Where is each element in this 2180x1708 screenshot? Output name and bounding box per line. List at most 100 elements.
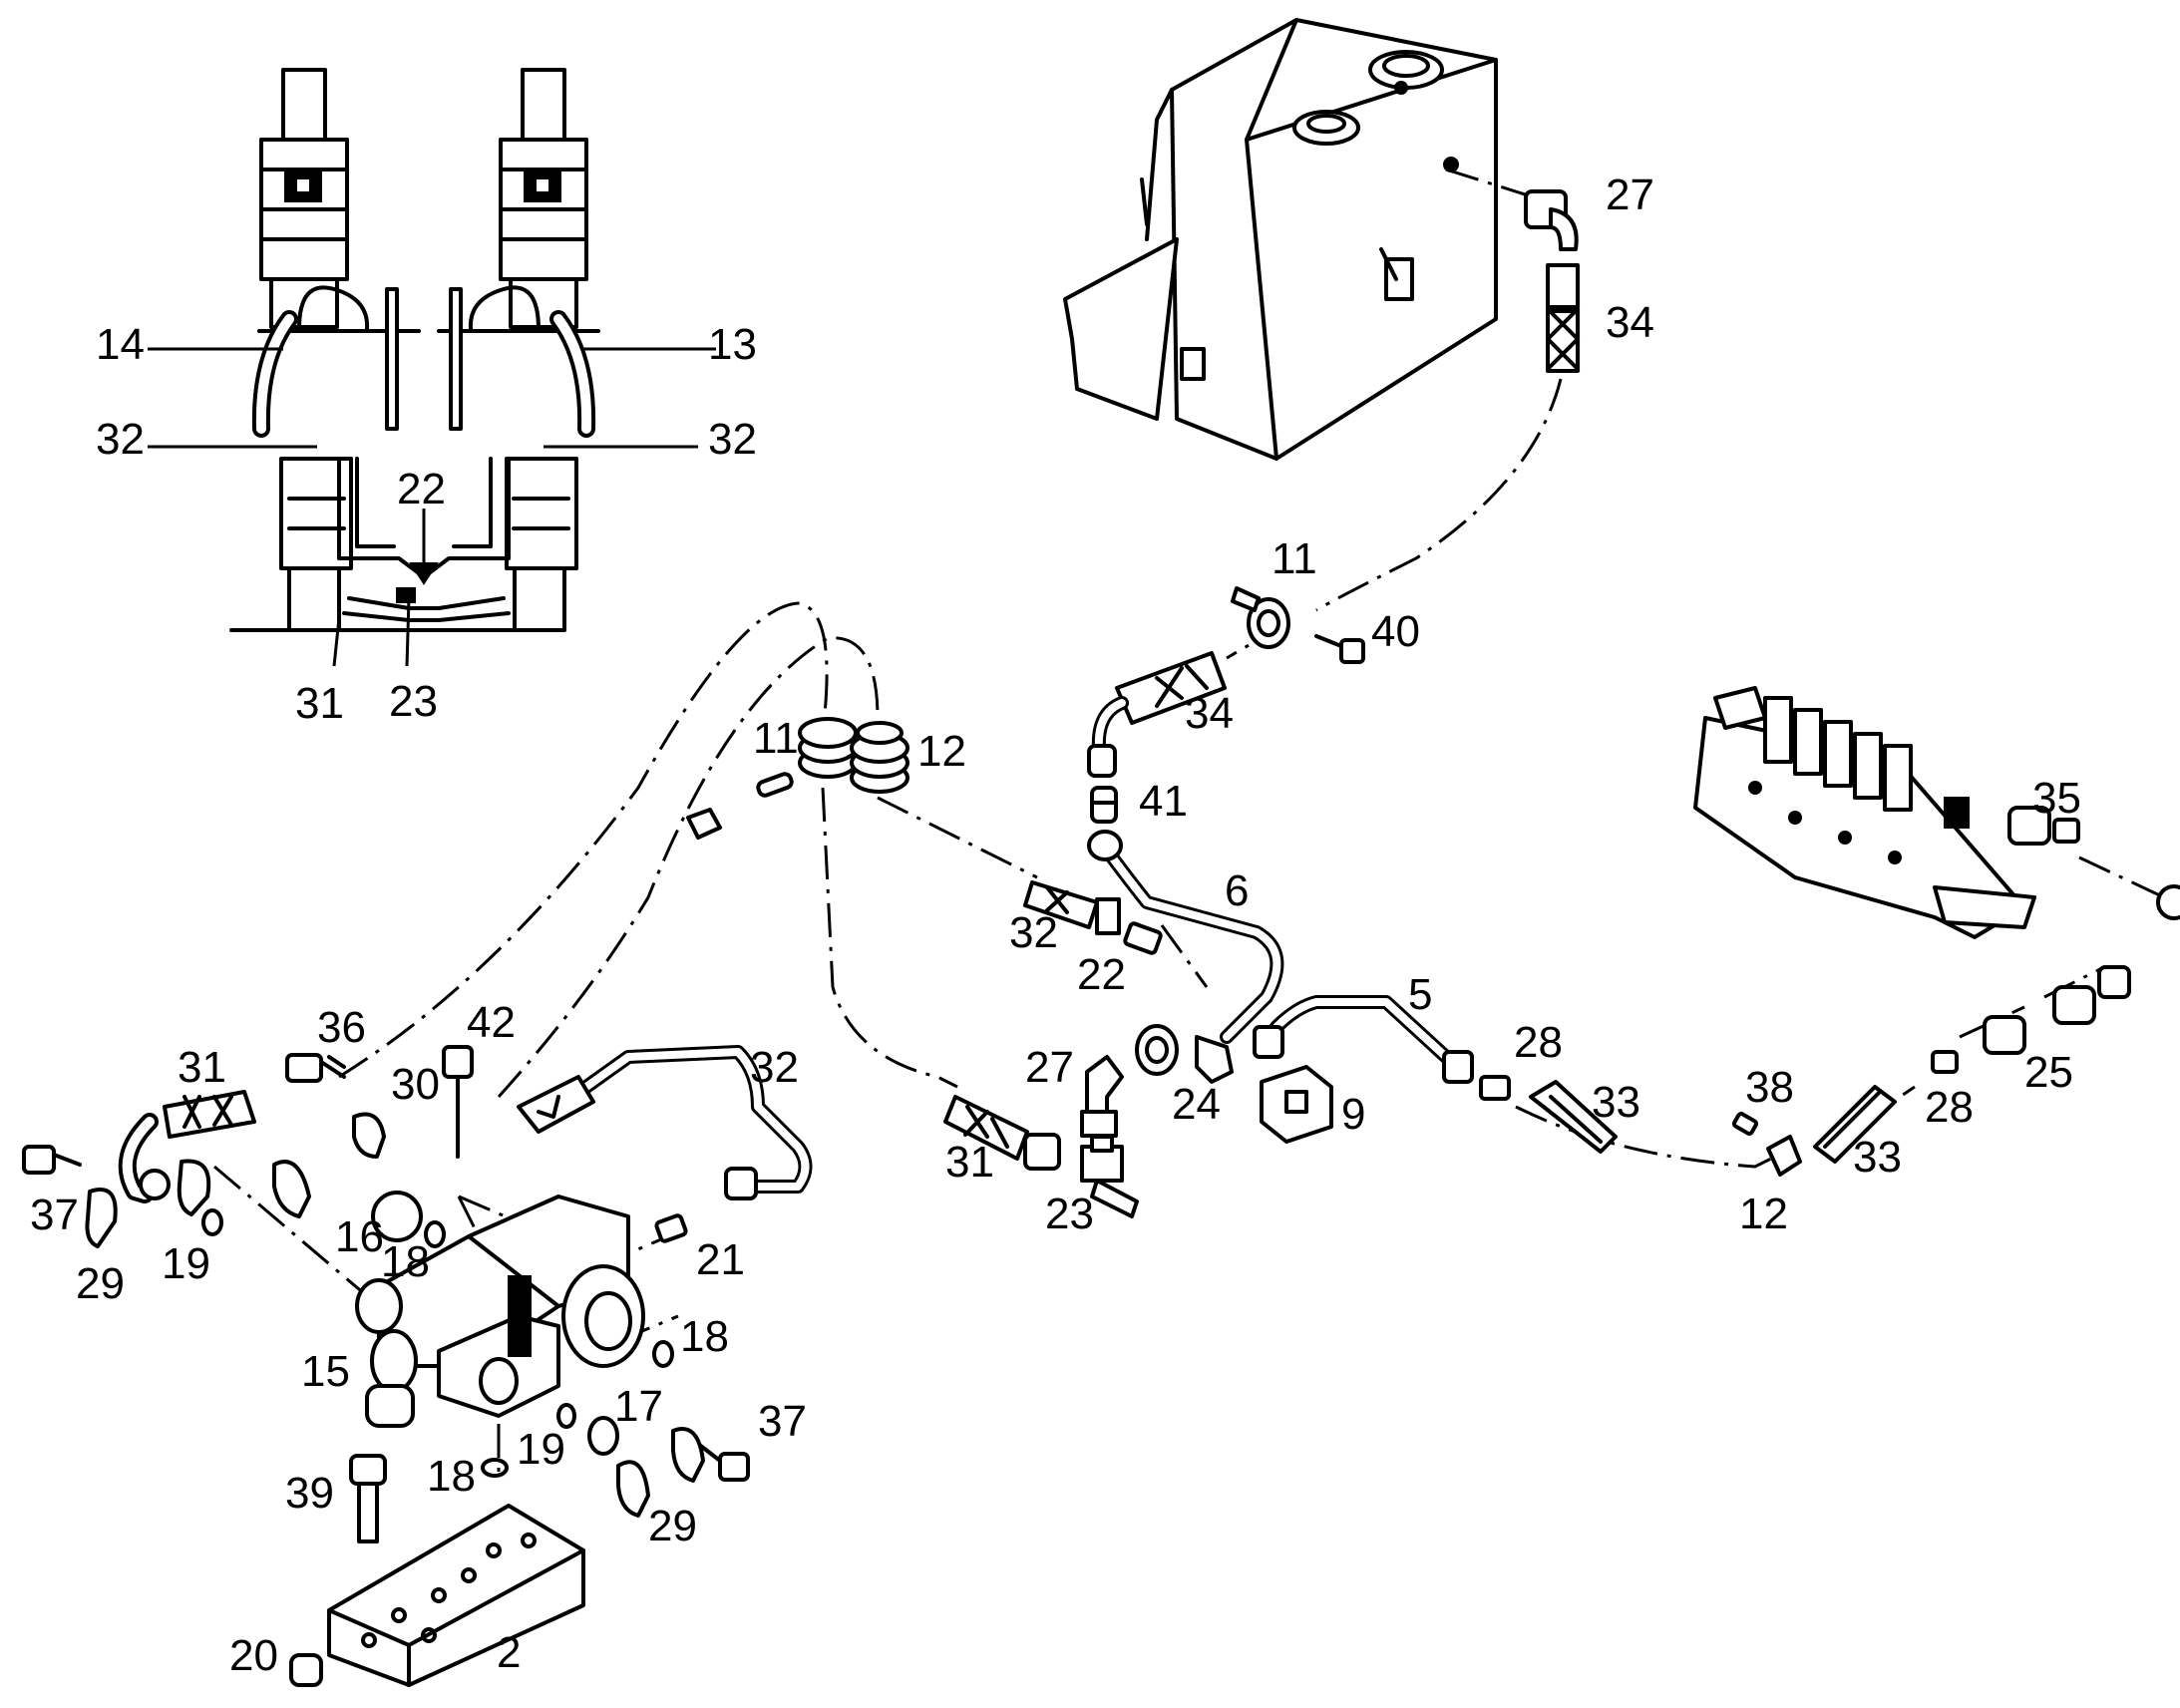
clamp-11-12-stacked [686,717,909,840]
label-13: 13 [708,320,757,369]
label-39: 39 [285,1469,334,1518]
fitting-21 [654,1213,688,1243]
label-14: 14 [96,320,145,369]
bracket-2 [327,1504,585,1687]
inset-steering-cylinders [148,68,716,667]
clamp-12-lower [1766,1135,1802,1177]
label-29-left: 29 [76,1259,125,1308]
label-18-upper: 18 [381,1237,430,1286]
bolt-36 [285,1053,346,1083]
label-22-mid: 22 [1077,950,1126,999]
tank-hose-34 [1546,263,1580,373]
label-27-tank: 27 [1606,171,1654,219]
callout-labels: 14 13 32 32 22 31 23 27 34 11 40 34 11 1… [30,171,2081,1680]
label-27-lower: 27 [1025,1043,1074,1092]
label-21: 21 [696,1235,745,1284]
screw-38 [1731,1112,1759,1136]
nipple-41 [1090,786,1118,824]
fitting-28a [1479,1075,1511,1101]
label-33-mid: 33 [1592,1078,1640,1127]
label-20: 20 [229,1631,278,1680]
hose-31-mid [943,1095,1061,1171]
flange-29-right [616,1427,705,1518]
hose-32-mid [1023,880,1121,935]
bolt-40 [1314,634,1365,664]
hose-33a [1529,1080,1618,1154]
fitting-28b [1931,1050,1959,1074]
label-40: 40 [1371,607,1420,656]
label-6: 6 [1225,866,1249,915]
label-37-right: 37 [758,1397,807,1446]
label-32-pump: 32 [750,1043,799,1092]
label-2: 2 [497,1628,521,1677]
label-31-mid: 31 [945,1138,994,1187]
label-5: 5 [1408,970,1432,1019]
flange-17 [587,1416,619,1456]
hose-34-lower [1087,651,1227,778]
label-32-left: 32 [96,415,145,464]
label-12-lower: 12 [1739,1190,1788,1238]
label-30: 30 [391,1060,440,1109]
elbow-27-lower [1080,1055,1124,1138]
clamp-11-upper [1231,586,1290,649]
block-9 [1260,1065,1333,1144]
label-23-mid: 23 [1045,1190,1094,1238]
pipe-32-pump [517,1045,813,1200]
label-35: 35 [2032,774,2081,823]
bolt-39 [349,1454,387,1543]
tube-5 [1253,995,1474,1084]
label-18-right: 18 [680,1312,729,1361]
bolt-42 [442,1045,474,1159]
label-11-upper: 11 [1272,534,1317,583]
label-19-left: 19 [162,1239,210,1288]
label-19-right: 19 [517,1425,565,1474]
label-18-lower: 18 [427,1452,476,1501]
label-15: 15 [301,1347,350,1396]
bolt-37-left [22,1145,82,1175]
label-9: 9 [1341,1090,1365,1139]
flange-30 [272,1112,386,1218]
oring-19a [201,1208,223,1236]
label-28-right: 28 [1925,1083,1974,1132]
label-36: 36 [317,1003,366,1052]
label-41: 41 [1139,777,1188,826]
label-23-inset: 23 [389,677,438,726]
flange-29-left [85,1159,211,1248]
control-valve-bank [1693,686,2036,939]
tee-23 [1080,1135,1139,1218]
label-29-right: 29 [648,1502,697,1550]
tube-6 [1087,830,1284,1044]
oring-19b [556,1403,576,1429]
label-31-pump: 31 [178,1043,226,1092]
tank-elbow-27 [1524,189,1579,251]
label-32-mid: 32 [1009,908,1058,957]
label-11-lower: 11 [753,714,799,763]
oring-18c [481,1458,509,1478]
label-16: 16 [335,1212,384,1261]
fitting-22 [1123,921,1163,955]
nut-25 [1983,965,2131,1055]
hydraulic-tank [1063,18,1498,461]
label-34-tank: 34 [1606,298,1654,347]
label-24: 24 [1172,1080,1221,1129]
label-28-mid: 28 [1514,1018,1563,1067]
label-12-upper: 12 [917,727,966,776]
label-37-left: 37 [30,1191,79,1239]
plug-20 [289,1653,323,1687]
label-33-right: 33 [1853,1133,1902,1182]
bolt-37-right [696,1442,750,1482]
label-32-right: 32 [708,415,757,464]
seal-16 [371,1191,423,1242]
valve-fitting-35 [2007,806,2180,920]
hose-33b [1813,1085,1897,1164]
label-17: 17 [614,1382,663,1431]
oring-18b [652,1340,674,1368]
label-22-inset: 22 [397,465,446,513]
label-42: 42 [467,998,516,1047]
label-25: 25 [2024,1048,2073,1097]
hose-31-pump [118,1090,256,1203]
pump-assembly-15 [355,1195,645,1428]
label-34-lower: 34 [1185,689,1234,738]
label-38: 38 [1745,1063,1794,1112]
